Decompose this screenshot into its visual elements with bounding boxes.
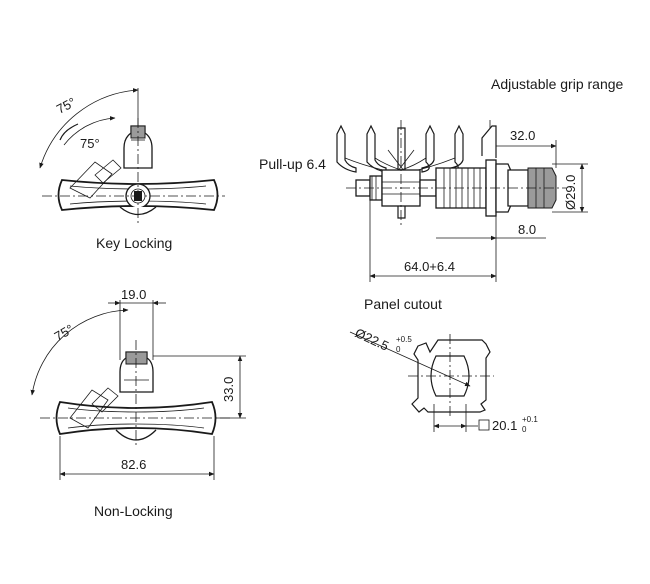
adjustable-grip-label: Adjustable grip range bbox=[491, 76, 624, 92]
dim-19-text: 19.0 bbox=[121, 287, 146, 302]
angle-arc-outer bbox=[39, 88, 139, 169]
dim-22-tol-upper: +0.5 bbox=[396, 335, 412, 344]
cutout-hole bbox=[430, 355, 470, 397]
panel-cutout-view: Panel cutout Ø22.5 +0.5 0 20.1 +0.1 0 bbox=[349, 296, 538, 434]
key-locking-view: 75° 75° Key Locking bbox=[39, 88, 225, 251]
angle-inner-text: 75° bbox=[80, 136, 100, 151]
head-cap bbox=[527, 167, 557, 209]
dim-20-text: 20.1 bbox=[492, 418, 517, 433]
dim-8-text: 8.0 bbox=[518, 222, 536, 237]
dim-32-text: 32.0 bbox=[510, 128, 535, 143]
bracket bbox=[481, 125, 497, 158]
panel-plate bbox=[411, 339, 491, 413]
dim-20-tol-lower: 0 bbox=[522, 425, 527, 434]
dim-29-text: Ø29.0 bbox=[563, 175, 578, 210]
key-locking-label: Key Locking bbox=[96, 235, 172, 251]
panel-cutout-label: Panel cutout bbox=[364, 296, 442, 312]
dim-82-text: 82.6 bbox=[121, 457, 146, 472]
square-symbol-icon bbox=[478, 419, 490, 431]
dim-22-tol-lower: 0 bbox=[396, 345, 401, 354]
non-locking-view: 19.0 75° 33.0 82.6 Non-Locking bbox=[30, 287, 246, 519]
side-view: Adjustable grip range Pull-up 6.4 bbox=[259, 76, 624, 282]
angle-nonlocking-text: 75° bbox=[52, 321, 77, 344]
angle-arc-inner bbox=[63, 116, 116, 146]
dim-64-text: 64.0+6.4 bbox=[404, 259, 455, 274]
non-locking-label: Non-Locking bbox=[94, 503, 173, 519]
dim-22-text: Ø22.5 bbox=[353, 325, 391, 354]
angle-outer-text: 75° bbox=[54, 94, 78, 116]
angle-arc-nonlocking bbox=[30, 307, 129, 396]
dim-20-tol-upper: +0.1 bbox=[522, 415, 538, 424]
pull-up-label: Pull-up 6.4 bbox=[259, 156, 326, 172]
dim-33-text: 33.0 bbox=[221, 377, 236, 402]
